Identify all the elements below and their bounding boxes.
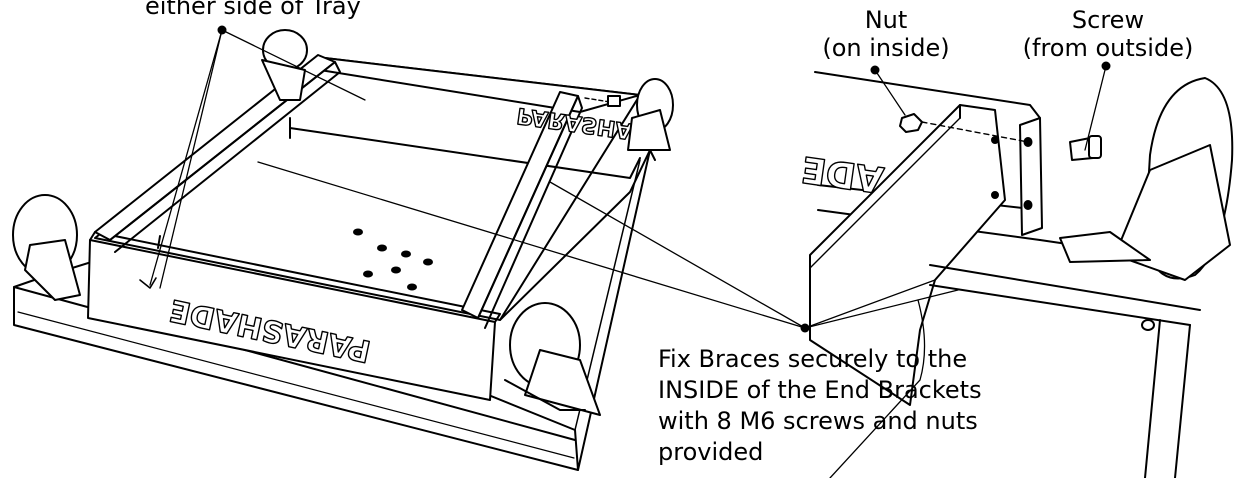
- label-fix-line2: INSIDE of the End Brackets: [658, 376, 982, 404]
- caster-front-right: [504, 302, 601, 416]
- bracket-flange: [1019, 117, 1043, 236]
- caster-back-right: [627, 78, 674, 151]
- floor-holes: [353, 228, 433, 291]
- bracket-detail: ADE: [798, 71, 1234, 478]
- tray-overview: PARASHADE PARASHADE: [12, 29, 674, 471]
- tray-front-panel: [87, 239, 496, 401]
- caster-front-left: [12, 194, 81, 301]
- leader-lines: [139, 29, 1107, 478]
- label-fix-braces: Fix Braces securely to the INSIDE of the…: [658, 344, 982, 468]
- detail-brand-fragment: ADE: [799, 148, 886, 200]
- label-either-side-of-tray: either side of Tray: [145, 0, 361, 20]
- caster-back-left: [261, 29, 308, 101]
- nut-part: [899, 113, 923, 133]
- label-screw-line1: Screw: [1071, 6, 1145, 34]
- label-fix-line1: Fix Braces securely to the: [658, 345, 968, 373]
- label-nut-line2: (on inside): [822, 34, 950, 62]
- label-fix-line3: with 8 M6 screws and nuts: [658, 407, 978, 435]
- label-screw-line2: (from outside): [1022, 34, 1194, 62]
- caster-detail: [1059, 77, 1234, 281]
- label-nut: Nut (on inside): [806, 6, 966, 62]
- leader-dots: [217, 25, 1111, 333]
- label-nut-line1: Nut: [864, 6, 908, 34]
- label-fix-line4: provided: [658, 438, 764, 466]
- label-screw: Screw (from outside): [1010, 6, 1206, 62]
